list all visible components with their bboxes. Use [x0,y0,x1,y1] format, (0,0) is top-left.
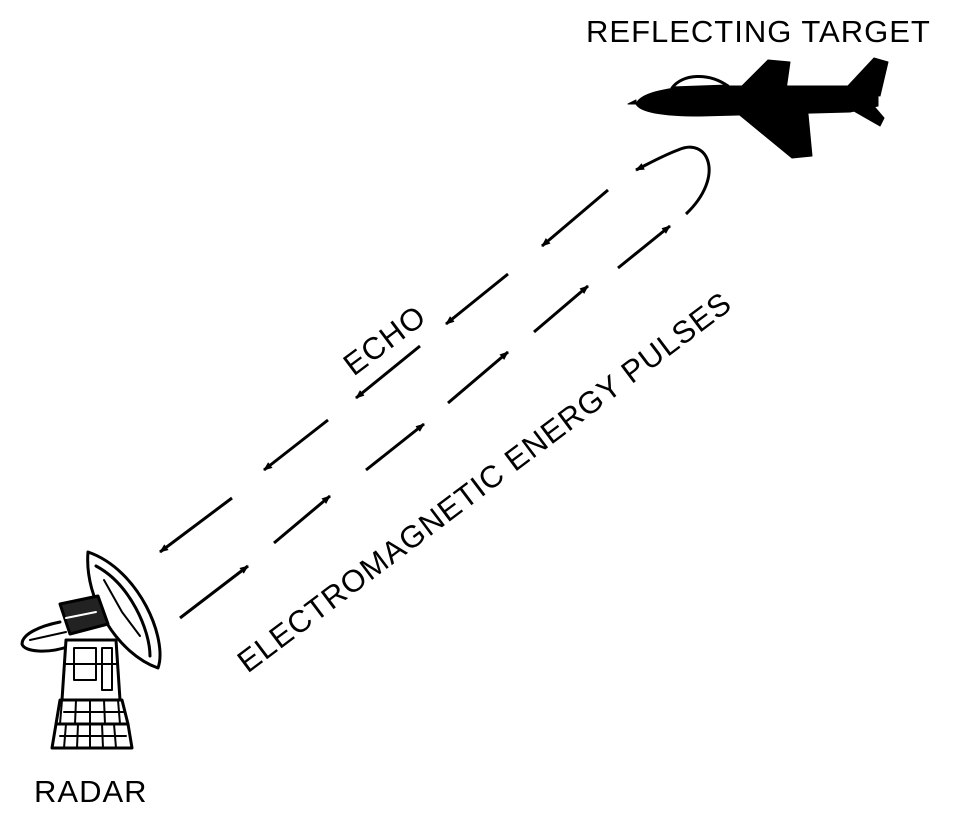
pulse-arrow [179,564,249,620]
pulse-arrow [617,224,671,270]
pulse-arrows [179,224,671,620]
jet-airplane-icon [627,57,889,159]
echo-arrow [355,344,421,400]
reflection-curve [635,145,711,216]
target-label: REFLECTING TARGET [586,14,931,49]
echo-arrows [159,188,609,554]
pulse-arrow [447,350,509,405]
pulse-arrow [273,494,331,545]
echo-arrow [159,496,233,554]
echo-arrow [541,188,609,248]
pulse-arrow [533,284,589,334]
radar-dish-icon [20,550,162,750]
pulse-arrow [365,422,425,472]
radar-label: RADAR [34,774,148,809]
echo-arrow [445,272,509,326]
echo-arrow [263,418,329,472]
